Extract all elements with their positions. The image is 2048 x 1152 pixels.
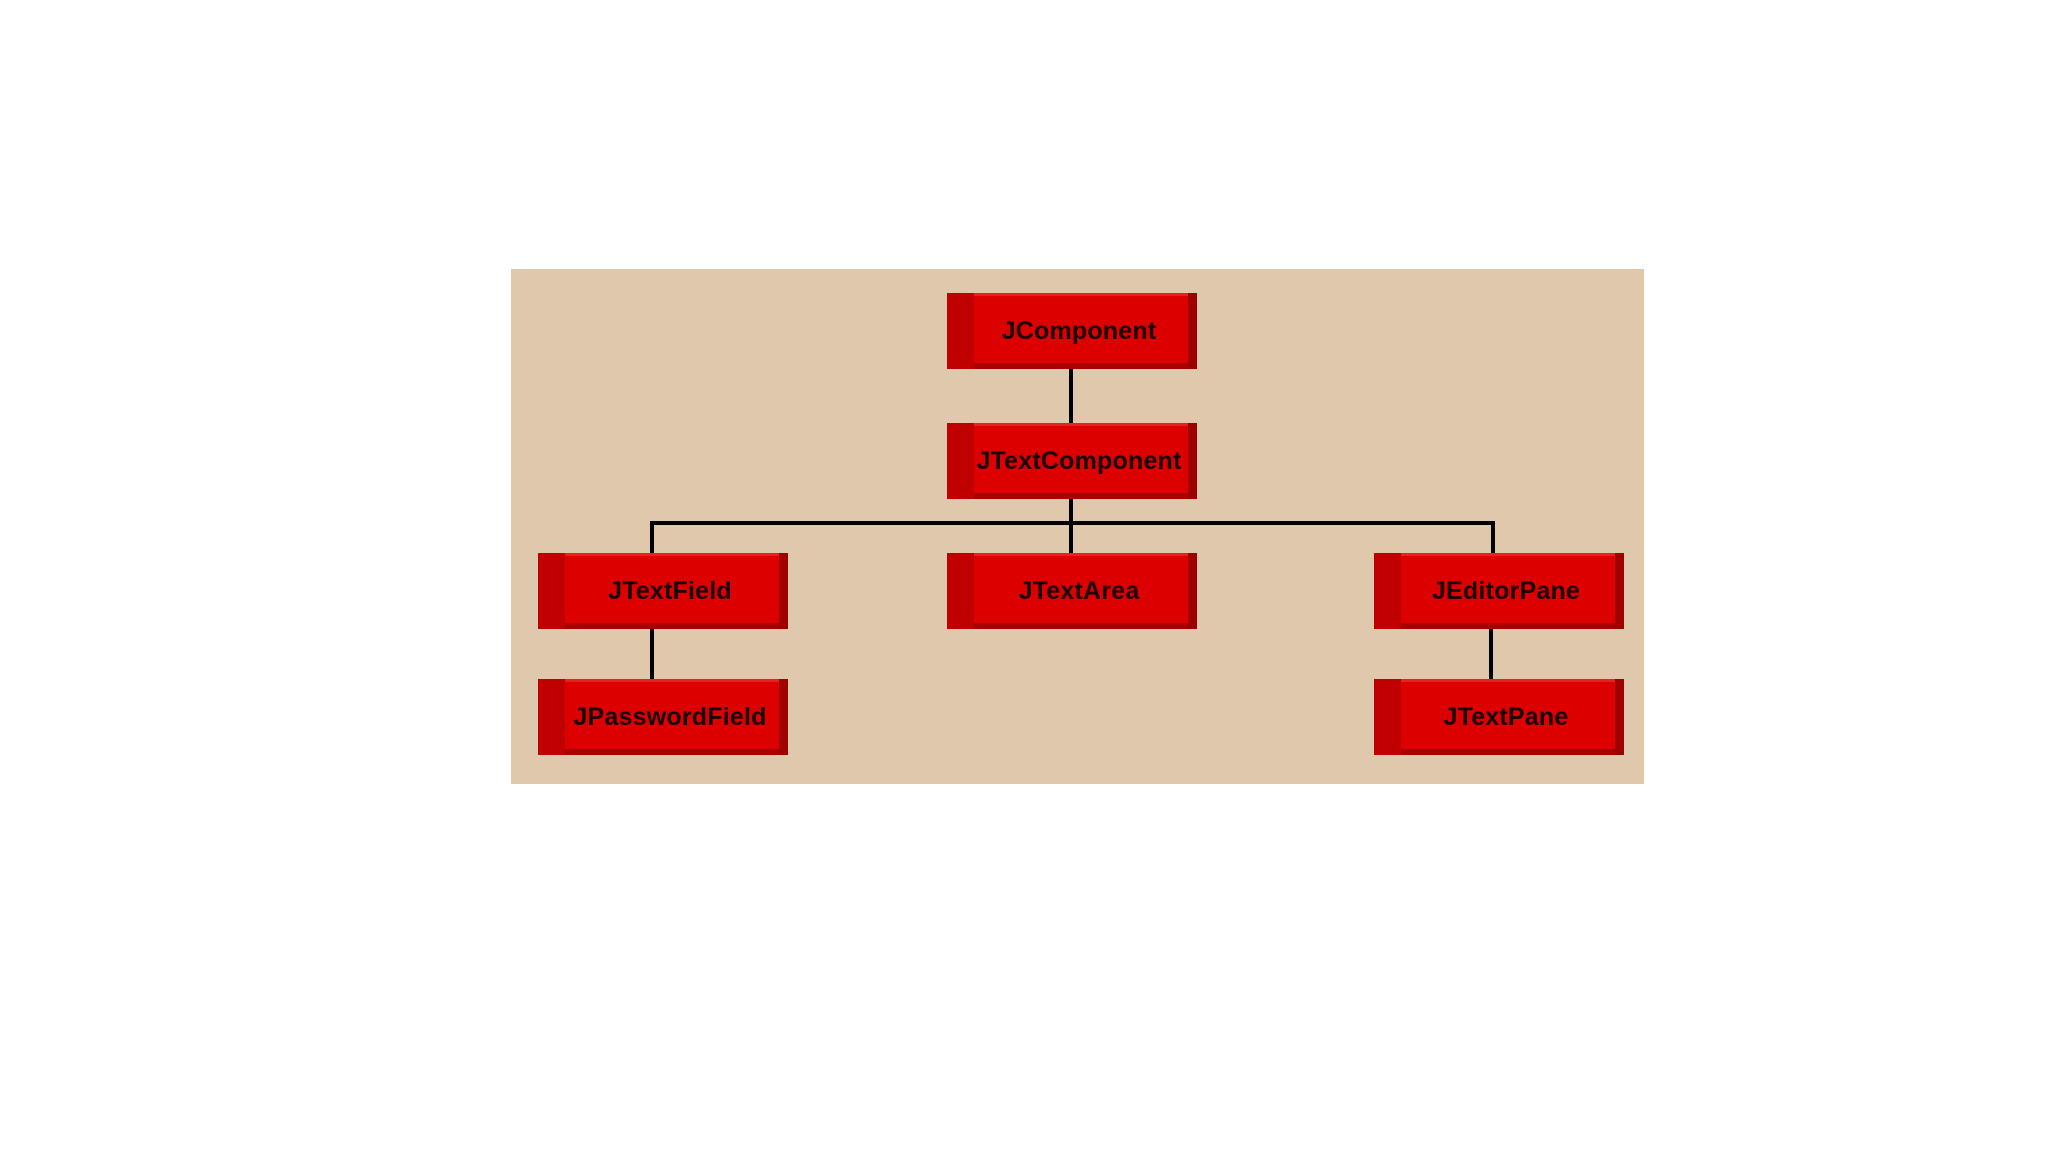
node-label: JTextArea [1018, 576, 1140, 605]
diagram-panel: JComponent JTextComponent JTextField JTe… [511, 269, 1644, 784]
node-label: JPasswordField [573, 702, 767, 731]
node-label: JComponent [1001, 316, 1157, 345]
node-label: JTextField [608, 576, 732, 605]
node-jcomponent: JComponent [947, 293, 1197, 369]
node-jtextcomponent: JTextComponent [947, 423, 1197, 499]
node-jtextpane: JTextPane [1374, 679, 1624, 755]
node-jtextarea: JTextArea [947, 553, 1197, 629]
node-label: JTextComponent [976, 446, 1182, 475]
connector-lines [650, 369, 1495, 679]
node-jeditorpane: JEditorPane [1374, 553, 1624, 629]
node-jtextfield: JTextField [538, 553, 788, 629]
node-jpasswordfield: JPasswordField [538, 679, 788, 755]
node-label: JTextPane [1443, 702, 1569, 731]
node-label: JEditorPane [1431, 576, 1581, 605]
